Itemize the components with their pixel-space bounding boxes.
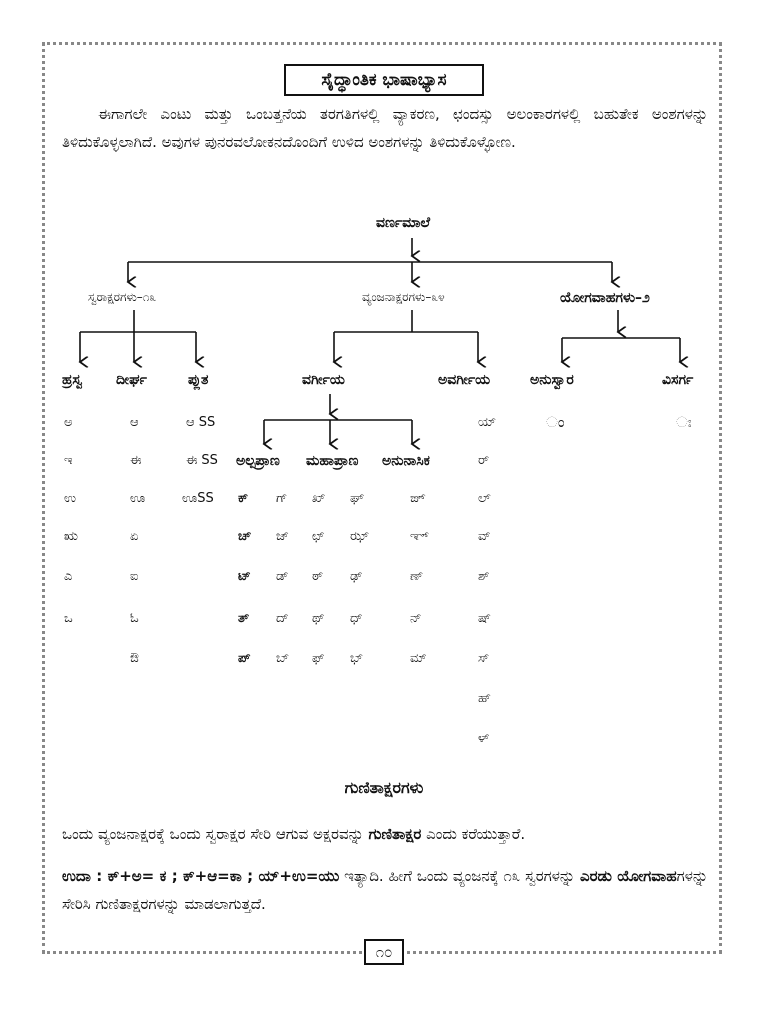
letter-cell: ಉ [64, 491, 77, 506]
tree-pluta: ಪ್ಲುತ [188, 372, 209, 388]
letter-cell: ಥ್ [312, 611, 325, 626]
letter-cell: ಕ್ [238, 491, 249, 506]
tree-root-varnamale: ವರ್ಣಮಾಲೆ [376, 215, 431, 231]
letter-cell: ಓ [130, 611, 139, 626]
letter-cell: ಈ SS [186, 453, 218, 468]
tree-visarga: ವಿಸರ್ಗ [662, 372, 694, 388]
letter-cell: ಔ [130, 651, 139, 666]
example-formula: ಉದಾ : ಕ್+ಅ= ಕ ; ಕ್+ಆ=ಕಾ ; ಯ್+ಉ=ಯು [62, 867, 340, 885]
letter-cell: ಚ್ [238, 529, 252, 544]
letter-cell: ಬ್ [276, 651, 290, 666]
letter-cell: ಒ [64, 611, 73, 626]
letter-cell: ಡ್ [276, 569, 289, 584]
letter-cell: ಫ್ [312, 651, 325, 666]
example-text-end: ಗಳನ್ನು ಸೇರಿಸಿ ಗುಣಿತಾಕ್ಷರಗಳನ್ನು ಮಾಡಲಾಗುತ್… [62, 867, 708, 913]
letter-cell: ಞ್ [410, 529, 429, 544]
definition-term: ಗುಣಿತಾಕ್ಷರ [368, 825, 422, 843]
letter-cell: ಈ [130, 453, 142, 468]
letter-cell: ಣ್ [410, 569, 424, 584]
letter-cell: ಝ್ [350, 529, 370, 544]
letter-cell: ರ್ [478, 453, 490, 468]
example-paragraph: ಉದಾ : ಕ್+ಅ= ಕ ; ಕ್+ಆ=ಕಾ ; ಯ್+ಉ=ಯು ಇತ್ಯಾದ… [62, 862, 708, 918]
letter-cell: ಋ [64, 529, 78, 544]
tree-avargeeya: ಅವರ್ಗೀಯ [438, 372, 491, 388]
definition-text: ಒಂದು ವ್ಯಂಜನಾಕ್ಷರಕ್ಕೆ ಒಂದು ಸ್ವರಾಕ್ಷರ ಸೇರಿ… [62, 825, 369, 843]
letter-cell: ಮ್ [410, 651, 427, 666]
letter-cell: ದ್ [276, 611, 289, 626]
letter-cell: ನ್ [410, 611, 422, 626]
tree-deergha: ದೀರ್ಘ [116, 372, 147, 388]
letter-cell: ಠ್ [312, 569, 324, 584]
letter-cell: ಐ [130, 569, 139, 584]
intro-paragraph: ಈಗಾಗಲೇ ಎಂಟು ಮತ್ತು ಒಂಬತ್ತನೆಯ ತರಗತಿಗಳಲ್ಲಿ … [62, 105, 708, 151]
letter-cell: ಭ್ [350, 651, 364, 666]
letter-cell: ಹ್ [478, 691, 492, 706]
letter-cell: ಷ್ [478, 611, 492, 626]
letter-cell: ಛ್ [312, 529, 325, 544]
tree-swara: ಸ್ವರಾಕ್ಷರಗಳು–೧೩ [88, 290, 157, 304]
letter-cell: ಶ್ [478, 569, 490, 584]
letter-cell: ಢ್ [350, 569, 363, 584]
letter-cell: ಪ್ [238, 651, 251, 666]
letter-cell: ಇ [64, 453, 73, 468]
definition-text-end: ಎಂದು ಕರೆಯುತ್ತಾರೆ. [421, 825, 526, 843]
tree-yogavaha: ಯೋಗವಾಹಗಳು–೨ [560, 290, 650, 306]
letter-cell: ಲ್ [478, 491, 491, 506]
letter-cell: ಆ SS [186, 415, 216, 430]
letter-cell: ತ್ [238, 611, 250, 626]
tree-hrasva: ಹ್ರಸ್ವ [62, 372, 83, 388]
letter-cell: ಘ್ [350, 491, 364, 506]
letter-cell: ಜ್ [276, 529, 289, 544]
letter-cell: ಧ್ [350, 611, 363, 626]
example-bold: ಎರಡು ಯೋಗವಾಹ [579, 867, 677, 885]
letter-cell: ಎ [64, 569, 73, 584]
section-heading-gunithakshara: ಗುಣಿತಾಕ್ಷರಗಳು [344, 778, 424, 797]
tree-alpaprana: ಅಲ್ಪಪ್ರಾಣ [236, 453, 280, 469]
page-number: ೧೦ [364, 939, 404, 965]
tree-mahaprana: ಮಹಾಪ್ರಾಣ [306, 453, 359, 469]
letter-cell: ಆ [130, 415, 139, 430]
letter-cell: ಖ್ [312, 491, 326, 506]
letter-cell: ಸ್ [478, 651, 490, 666]
example-text: ಇತ್ಯಾದಿ. ಹೀಗೆ ಒಂದು ವ್ಯಂಜನಕ್ಕೆ ೧೩ ಸ್ವರಗಳನ… [339, 867, 580, 885]
letter-cell: ಯ್ [478, 415, 497, 430]
letter-cell: ಊSS [182, 491, 214, 506]
letter-cell: ಊ [130, 491, 146, 506]
tree-anunasika: ಅನುನಾಸಿಕ [382, 453, 430, 469]
letter-cell: ಳ್ [478, 731, 490, 746]
letter-cell: ಙ್ [410, 491, 426, 506]
letter-cell: ಗ್ [276, 491, 288, 506]
letter-cell: ಅ [64, 415, 73, 430]
definition-paragraph: ಒಂದು ವ್ಯಂಜನಾಕ್ಷರಕ್ಕೆ ಒಂದು ಸ್ವರಾಕ್ಷರ ಸೇರಿ… [62, 820, 708, 848]
letter-cell: ವ್ [478, 529, 491, 544]
letter-cell: ಟ್ [238, 569, 251, 584]
tree-anusvara: ಅನುಸ್ವಾರ [530, 372, 574, 388]
tree-vargeeya: ವರ್ಗೀಯ [302, 372, 345, 388]
letter-cell: ಃ [676, 413, 692, 431]
letter-cell: ಂ [546, 413, 565, 431]
letter-cell: ಏ [130, 529, 139, 544]
page-title: ಸೈದ್ಧಾಂತಿಕ ಭಾಷಾಭ್ಯಾಸ [284, 64, 484, 96]
tree-vyanjana: ವ್ಯಂಜನಾಕ್ಷರಗಳು–೩೪ [362, 290, 445, 304]
